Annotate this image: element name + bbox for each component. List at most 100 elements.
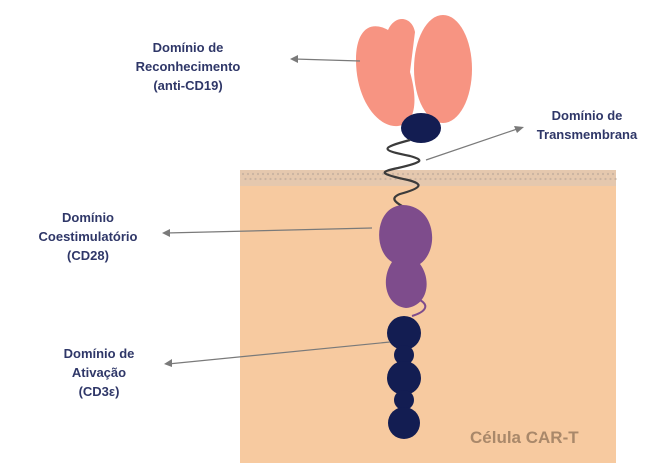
- arrow-transmembrane: [426, 128, 520, 160]
- membrane-dot: [464, 178, 466, 180]
- activation-domain-circle-3: [388, 407, 420, 439]
- membrane-dot: [332, 173, 334, 175]
- membrane-dot: [424, 178, 426, 180]
- membrane-dot: [342, 173, 344, 175]
- membrane-dot: [582, 173, 584, 175]
- membrane-dot: [609, 178, 611, 180]
- membrane-dot: [284, 178, 286, 180]
- membrane-dot: [417, 173, 419, 175]
- membrane-dot: [242, 173, 244, 175]
- membrane-dot: [597, 173, 599, 175]
- activation-domain-circle-1: [387, 316, 421, 350]
- hinge-domain: [401, 113, 441, 143]
- membrane-dot: [469, 178, 471, 180]
- label-recognition-line-2: Reconhecimento: [108, 57, 268, 76]
- membrane-dot: [467, 173, 469, 175]
- membrane-dot: [477, 173, 479, 175]
- membrane-dot: [419, 178, 421, 180]
- membrane-dot: [307, 173, 309, 175]
- label-costimulatory-line-2: Coestimulatório: [18, 227, 158, 246]
- membrane-dot: [502, 173, 504, 175]
- membrane-dot: [614, 178, 616, 180]
- membrane-dot: [554, 178, 556, 180]
- membrane-dot: [497, 173, 499, 175]
- membrane-dot: [352, 173, 354, 175]
- membrane-dot: [402, 173, 404, 175]
- cell-membrane: [240, 170, 616, 186]
- membrane-dot: [539, 178, 541, 180]
- membrane-dot: [392, 173, 394, 175]
- membrane-dot: [544, 178, 546, 180]
- membrane-dot: [457, 173, 459, 175]
- membrane-dot: [319, 178, 321, 180]
- membrane-dot: [254, 178, 256, 180]
- membrane-dot: [389, 178, 391, 180]
- membrane-dot: [344, 178, 346, 180]
- membrane-dot: [437, 173, 439, 175]
- membrane-dot: [374, 178, 376, 180]
- membrane-dot: [334, 178, 336, 180]
- membrane-dot: [587, 173, 589, 175]
- membrane-dot: [537, 173, 539, 175]
- membrane-dot: [607, 173, 609, 175]
- membrane-dot: [492, 173, 494, 175]
- label-activation-line-1: Domínio de: [34, 344, 164, 363]
- membrane-dot: [317, 173, 319, 175]
- membrane-dot: [584, 178, 586, 180]
- membrane-dot: [369, 178, 371, 180]
- membrane-dot: [604, 178, 606, 180]
- membrane-dot: [372, 173, 374, 175]
- recognition-domain-right-lobe: [414, 15, 472, 123]
- membrane-dot: [359, 178, 361, 180]
- membrane-dot: [519, 178, 521, 180]
- membrane-dot: [354, 178, 356, 180]
- membrane-dot: [517, 173, 519, 175]
- membrane-dot: [462, 173, 464, 175]
- membrane-dot: [602, 173, 604, 175]
- membrane-dot: [252, 173, 254, 175]
- membrane-dot: [479, 178, 481, 180]
- membrane-dot: [422, 173, 424, 175]
- membrane-dot: [444, 178, 446, 180]
- membrane-dot: [564, 178, 566, 180]
- membrane-dot: [249, 178, 251, 180]
- membrane-dot: [547, 173, 549, 175]
- membrane-dot: [302, 173, 304, 175]
- membrane-dot: [304, 178, 306, 180]
- membrane-dot: [329, 178, 331, 180]
- membrane-dot: [562, 173, 564, 175]
- membrane-dot: [449, 178, 451, 180]
- membrane-dot: [494, 178, 496, 180]
- membrane-dot: [412, 173, 414, 175]
- membrane-dot: [567, 173, 569, 175]
- membrane-dot: [347, 173, 349, 175]
- membrane-dot: [447, 173, 449, 175]
- membrane-dot: [532, 173, 534, 175]
- membrane-dot: [569, 178, 571, 180]
- membrane-dot: [442, 173, 444, 175]
- membrane-dot: [559, 178, 561, 180]
- membrane-dot: [277, 173, 279, 175]
- membrane-dot: [589, 178, 591, 180]
- membrane-dot: [529, 178, 531, 180]
- arrowhead-costimulatory: [162, 229, 170, 237]
- membrane-dot: [527, 173, 529, 175]
- membrane-dot: [579, 178, 581, 180]
- membrane-dot: [552, 173, 554, 175]
- recognition-domain-left-lobe: [356, 19, 415, 126]
- label-activation-line-2: Ativação: [34, 363, 164, 382]
- membrane-dot: [504, 178, 506, 180]
- membrane-dot: [297, 173, 299, 175]
- membrane-dot: [577, 173, 579, 175]
- membrane-dot: [327, 173, 329, 175]
- membrane-dot: [487, 173, 489, 175]
- membrane-dot: [482, 173, 484, 175]
- membrane-dot: [292, 173, 294, 175]
- membrane-dot: [432, 173, 434, 175]
- membrane-dot: [397, 173, 399, 175]
- membrane-dot: [349, 178, 351, 180]
- membrane-dot: [279, 178, 281, 180]
- label-activation-domain: Domínio de Ativação (CD3ε): [34, 344, 164, 401]
- membrane-dot: [489, 178, 491, 180]
- membrane-dot: [507, 173, 509, 175]
